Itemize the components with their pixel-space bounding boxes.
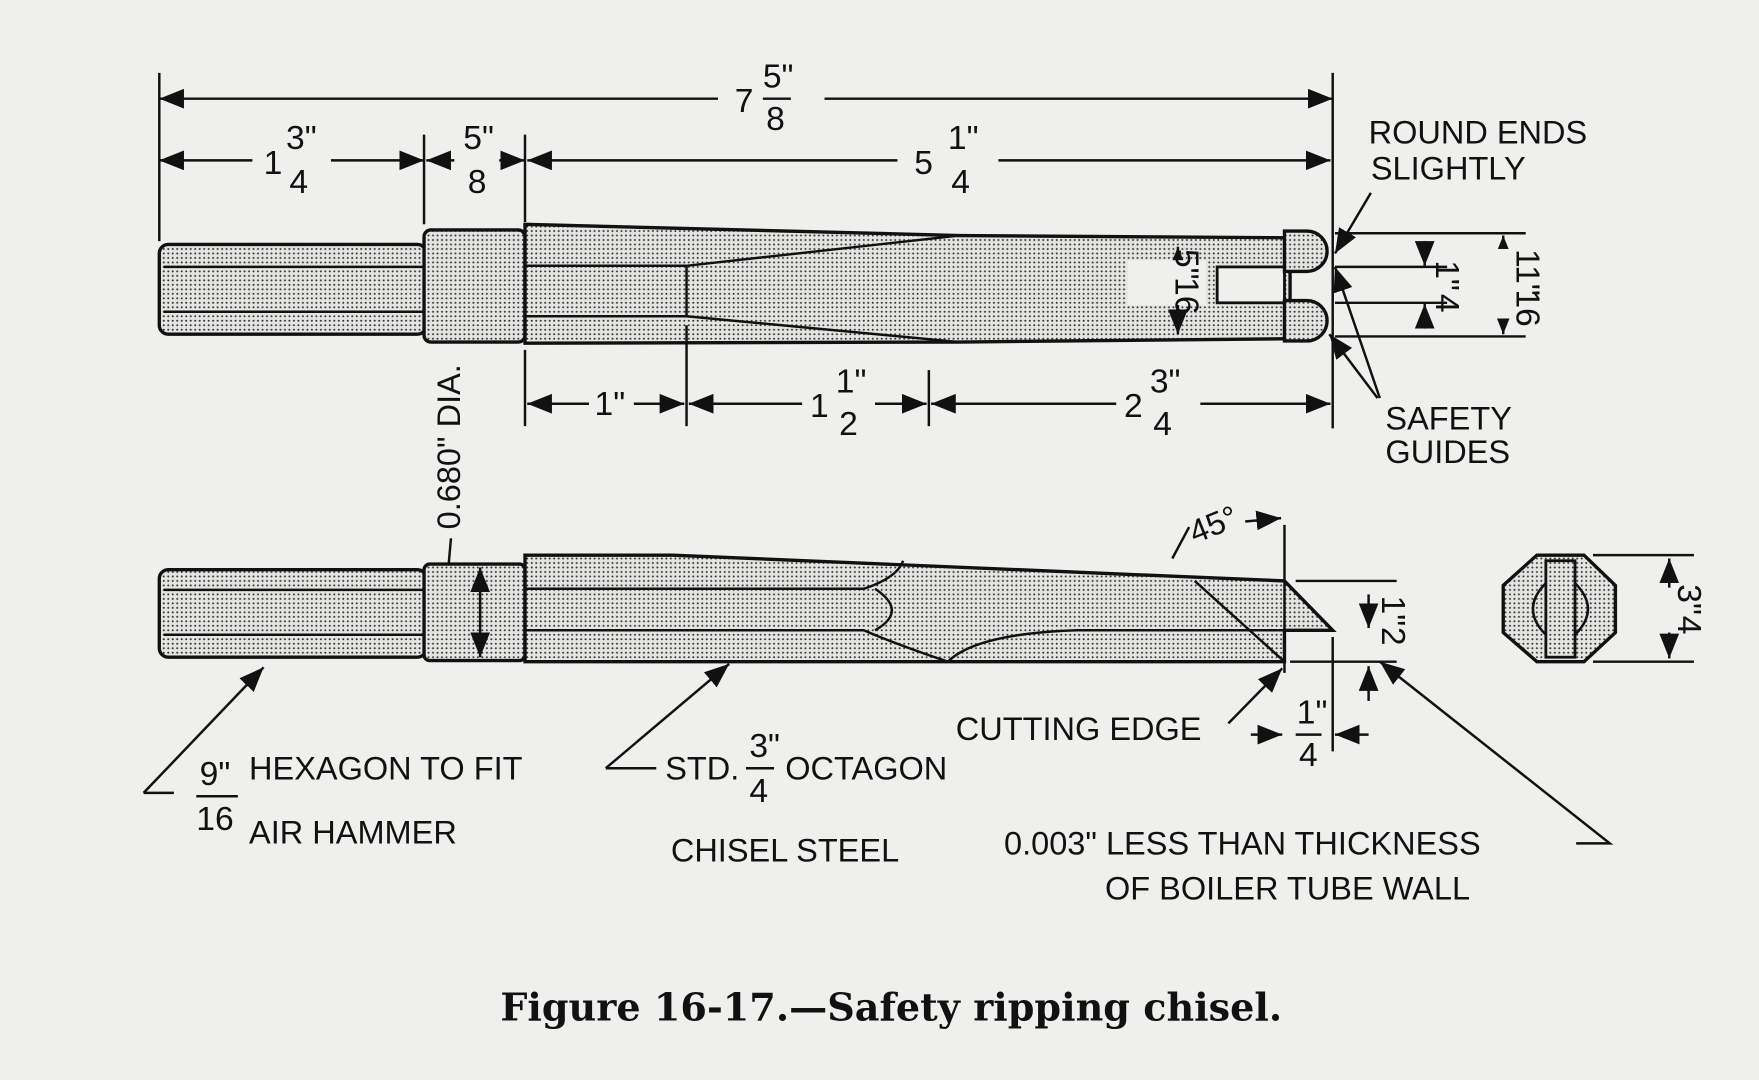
dim-end-width: 11" 16 <box>1486 235 1546 335</box>
label-boiler-tube: OF BOILER TUBE WALL <box>1105 870 1470 906</box>
hex-num: 9" <box>200 756 231 793</box>
label-angle: 45° <box>1184 499 1243 551</box>
label-air-hammer: AIR HAMMER <box>249 814 457 850</box>
dim-den: 16 <box>1509 289 1546 326</box>
label-octagon: OCTAGON <box>785 750 947 786</box>
dim-num: 11" <box>1509 249 1546 296</box>
dim-slot-width: 1" 4 <box>1414 241 1465 329</box>
collar <box>422 228 527 344</box>
dim-den: 4 <box>951 164 970 201</box>
label-slightly: SLIGHTLY <box>1371 150 1526 186</box>
label-less-than: 0.003" LESS THAN THICKNESS <box>1004 826 1481 862</box>
label-std: STD. <box>665 750 739 786</box>
dim-num: 3" <box>286 120 317 157</box>
dim-segments: 1" 1 1" 2 2 3" 4 <box>527 364 1331 443</box>
dim-num: 1" <box>948 120 979 157</box>
dim-den: 4 <box>1299 737 1318 774</box>
dim-whole: 2 <box>1124 388 1143 425</box>
dim-body: 5 1" 4 <box>527 120 1331 201</box>
dim-octagon: 3" 4 <box>1592 553 1707 663</box>
hex-shank <box>157 242 428 336</box>
hex-den: 16 <box>196 801 233 838</box>
dim-overall: 7 5" 8 <box>159 58 1333 138</box>
dim-whole: 1 <box>264 145 283 182</box>
safety-guide-upper <box>1282 229 1329 274</box>
chisel-body <box>523 553 1337 664</box>
hex-shank <box>157 568 428 659</box>
label-round-ends: ROUND ENDS <box>1369 115 1588 151</box>
dim-den: 2 <box>839 406 858 443</box>
label-hexagon: HEXAGON TO FIT <box>249 750 523 786</box>
dim-num: 1" <box>836 364 867 401</box>
figure-caption: Figure 16-17.—Safety ripping chisel. <box>500 985 1282 1030</box>
dim-den: 4 <box>1428 294 1465 313</box>
dim-den: 4 <box>289 164 308 201</box>
dim-den: 16 <box>1168 277 1205 314</box>
label-cutting-edge: CUTTING EDGE <box>956 711 1202 747</box>
safety-guide-lower <box>1282 298 1329 343</box>
dim-num: 1" <box>1428 260 1465 291</box>
dim-den: 4 <box>1153 406 1172 443</box>
std-den: 4 <box>749 773 768 810</box>
dim-slot-depth: 5" 16 <box>1127 246 1206 335</box>
dim-num: 5" <box>463 120 494 157</box>
dim-den: 8 <box>766 101 785 138</box>
top-chisel-view <box>157 222 1329 345</box>
dim-collar: 5" 8 <box>426 120 526 201</box>
dim-num: 1" <box>1297 694 1328 731</box>
dim-num: 3" <box>1150 364 1181 401</box>
dim-seg1: 1" <box>595 386 626 423</box>
octagon-end-view <box>1501 553 1618 664</box>
dim-whole: 7 <box>735 83 754 120</box>
dim-shank: 1 3" 4 <box>159 120 425 201</box>
label-chisel-steel: CHISEL STEEL <box>671 832 899 868</box>
bottom-chisel-view <box>157 553 1618 664</box>
dim-whole: 1 <box>810 388 829 425</box>
std-num: 3" <box>749 728 780 765</box>
dim-edge-height: 1" 2 <box>1290 579 1411 701</box>
dim-den: 8 <box>468 164 487 201</box>
dim-num: 1" <box>1374 596 1411 627</box>
dim-den: 2 <box>1374 627 1411 646</box>
dim-edge-offset: 1" 4 <box>1250 637 1369 774</box>
dim-num: 5" <box>763 58 794 95</box>
label-safety: SAFETY <box>1385 401 1512 437</box>
dim-whole: 5 <box>914 145 933 182</box>
extension-lines <box>158 72 1526 429</box>
label-guides: GUIDES <box>1385 434 1510 470</box>
dim-den: 4 <box>1670 616 1707 635</box>
label-diameter: 0.680" DIA. <box>431 364 467 529</box>
slot <box>1215 265 1286 305</box>
dim-num: 5" <box>1168 249 1205 280</box>
dim-num: 3" <box>1670 584 1707 615</box>
collar <box>422 562 527 663</box>
